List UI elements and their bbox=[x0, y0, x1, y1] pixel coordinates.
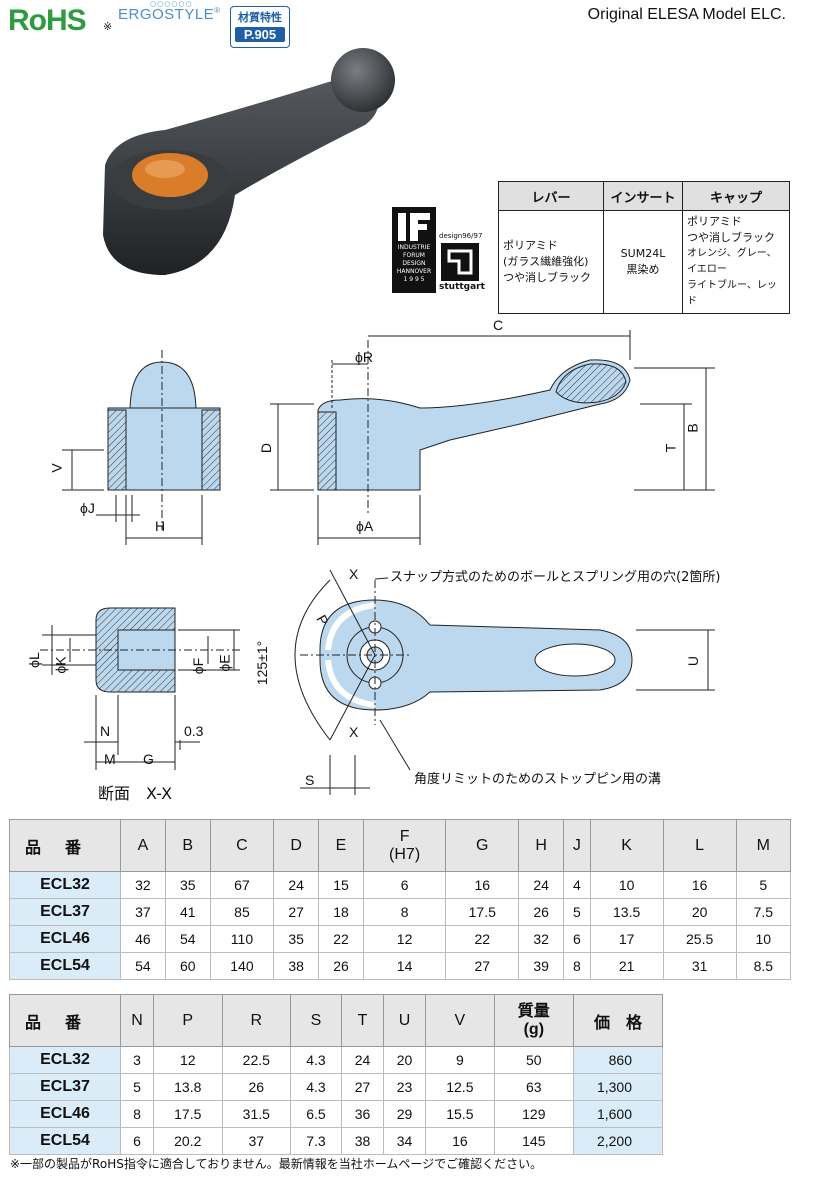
note-ball-spring-hole: スナップ方式のためのボールとスプリング用の穴(2箇所) bbox=[390, 570, 721, 585]
table1-header: H bbox=[518, 819, 565, 872]
dim-X-bottom: X bbox=[349, 724, 359, 740]
dim-V: V bbox=[48, 463, 65, 473]
dim-C: C bbox=[493, 317, 504, 333]
material-label: 材質特性 bbox=[238, 11, 282, 24]
table1-header: E bbox=[318, 819, 364, 872]
table2-header: V bbox=[425, 994, 495, 1047]
table2-header-code: 品番 bbox=[9, 994, 121, 1047]
dim-J: ϕJ bbox=[80, 500, 95, 516]
table2-header: S bbox=[290, 994, 342, 1047]
dim-B: B bbox=[684, 423, 701, 433]
dim-R: ϕR bbox=[355, 349, 373, 365]
dim-angle: 125±1° bbox=[254, 640, 271, 686]
table1-header: D bbox=[273, 819, 320, 872]
table2-header-price: 価 格 bbox=[573, 994, 663, 1047]
model-title: Original ELESA Model ELC. bbox=[587, 6, 786, 23]
table2-header: R bbox=[221, 994, 292, 1047]
table1-header: C bbox=[209, 819, 275, 872]
lever-knob-icon bbox=[331, 48, 395, 112]
table1-header: M bbox=[735, 819, 792, 872]
product-photo bbox=[103, 48, 395, 275]
dim-G: G bbox=[143, 751, 154, 767]
section-label: 断面 X-X bbox=[98, 784, 173, 803]
dim-K: ϕK bbox=[52, 656, 69, 674]
material-properties-badge[interactable]: 材質特性 P.905 bbox=[230, 6, 290, 48]
spec-lever-cell: ポリアミド(ガラス繊維強化)つや消しブラック bbox=[498, 210, 604, 314]
table1-header-code: 品番 bbox=[9, 819, 121, 872]
spec-header-cap: キャップ bbox=[682, 181, 790, 211]
dim-X-top: X bbox=[349, 566, 359, 582]
ergostyle-logo: ERGOSTYLE® bbox=[118, 6, 221, 23]
dim-S: S bbox=[305, 772, 315, 788]
table1-header: F (H7) bbox=[362, 819, 447, 872]
footnote: ※一部の製品がRoHS指令に適合しておりません。最新情報を当社ホームページでご確… bbox=[10, 1157, 543, 1171]
table1-header: K bbox=[589, 819, 664, 872]
dim-D: D bbox=[258, 442, 275, 454]
dim-M: M bbox=[104, 751, 116, 767]
rohs-mark: ※ bbox=[103, 20, 113, 33]
dim-A: ϕA bbox=[356, 518, 374, 534]
stuttgart-label: stuttgart bbox=[439, 282, 485, 292]
table2-header: U bbox=[383, 994, 427, 1047]
ergo-dots-icon: ○○○○○○ bbox=[150, 0, 193, 8]
if-award-icon bbox=[392, 207, 436, 293]
spec-cap-cell: ポリアミドつや消しブラックオレンジ、グレー、イエローライトブルー、レッド bbox=[682, 210, 790, 314]
dim-H: H bbox=[155, 518, 166, 534]
design-year: design96/97 bbox=[439, 232, 483, 240]
table2-header: N bbox=[120, 994, 154, 1047]
table1-header: G bbox=[445, 819, 520, 872]
dim-gap: 0.3 bbox=[184, 723, 204, 739]
table1-header: L bbox=[662, 819, 737, 872]
material-page: P.905 bbox=[235, 27, 285, 42]
spec-header-lever: レバー bbox=[498, 181, 604, 211]
dim-T: T bbox=[662, 443, 679, 453]
dim-L: ϕL bbox=[25, 652, 42, 668]
dim-N: N bbox=[100, 723, 111, 739]
table1-header: A bbox=[120, 819, 166, 872]
technical-drawing bbox=[40, 330, 715, 795]
table1-header: J bbox=[563, 819, 591, 872]
note-stop-pin-groove: 角度リミットのためのストップピン用の溝 bbox=[414, 772, 662, 787]
table2-header: P bbox=[152, 994, 223, 1047]
table1-header: B bbox=[164, 819, 211, 872]
table2-header-mass: 質量 (g) bbox=[493, 994, 575, 1047]
material-spec-table: レバー インサート キャップ ポリアミド(ガラス繊維強化)つや消しブラック SU… bbox=[498, 181, 790, 314]
dim-E: ϕE bbox=[216, 654, 233, 672]
rohs-logo: RoHS bbox=[8, 4, 87, 37]
stuttgart-design-icon bbox=[441, 243, 479, 281]
dim-U: U bbox=[685, 655, 702, 667]
spec-header-insert: インサート bbox=[603, 181, 683, 211]
table2-header: T bbox=[340, 994, 385, 1047]
dim-F: ϕF bbox=[190, 657, 207, 675]
